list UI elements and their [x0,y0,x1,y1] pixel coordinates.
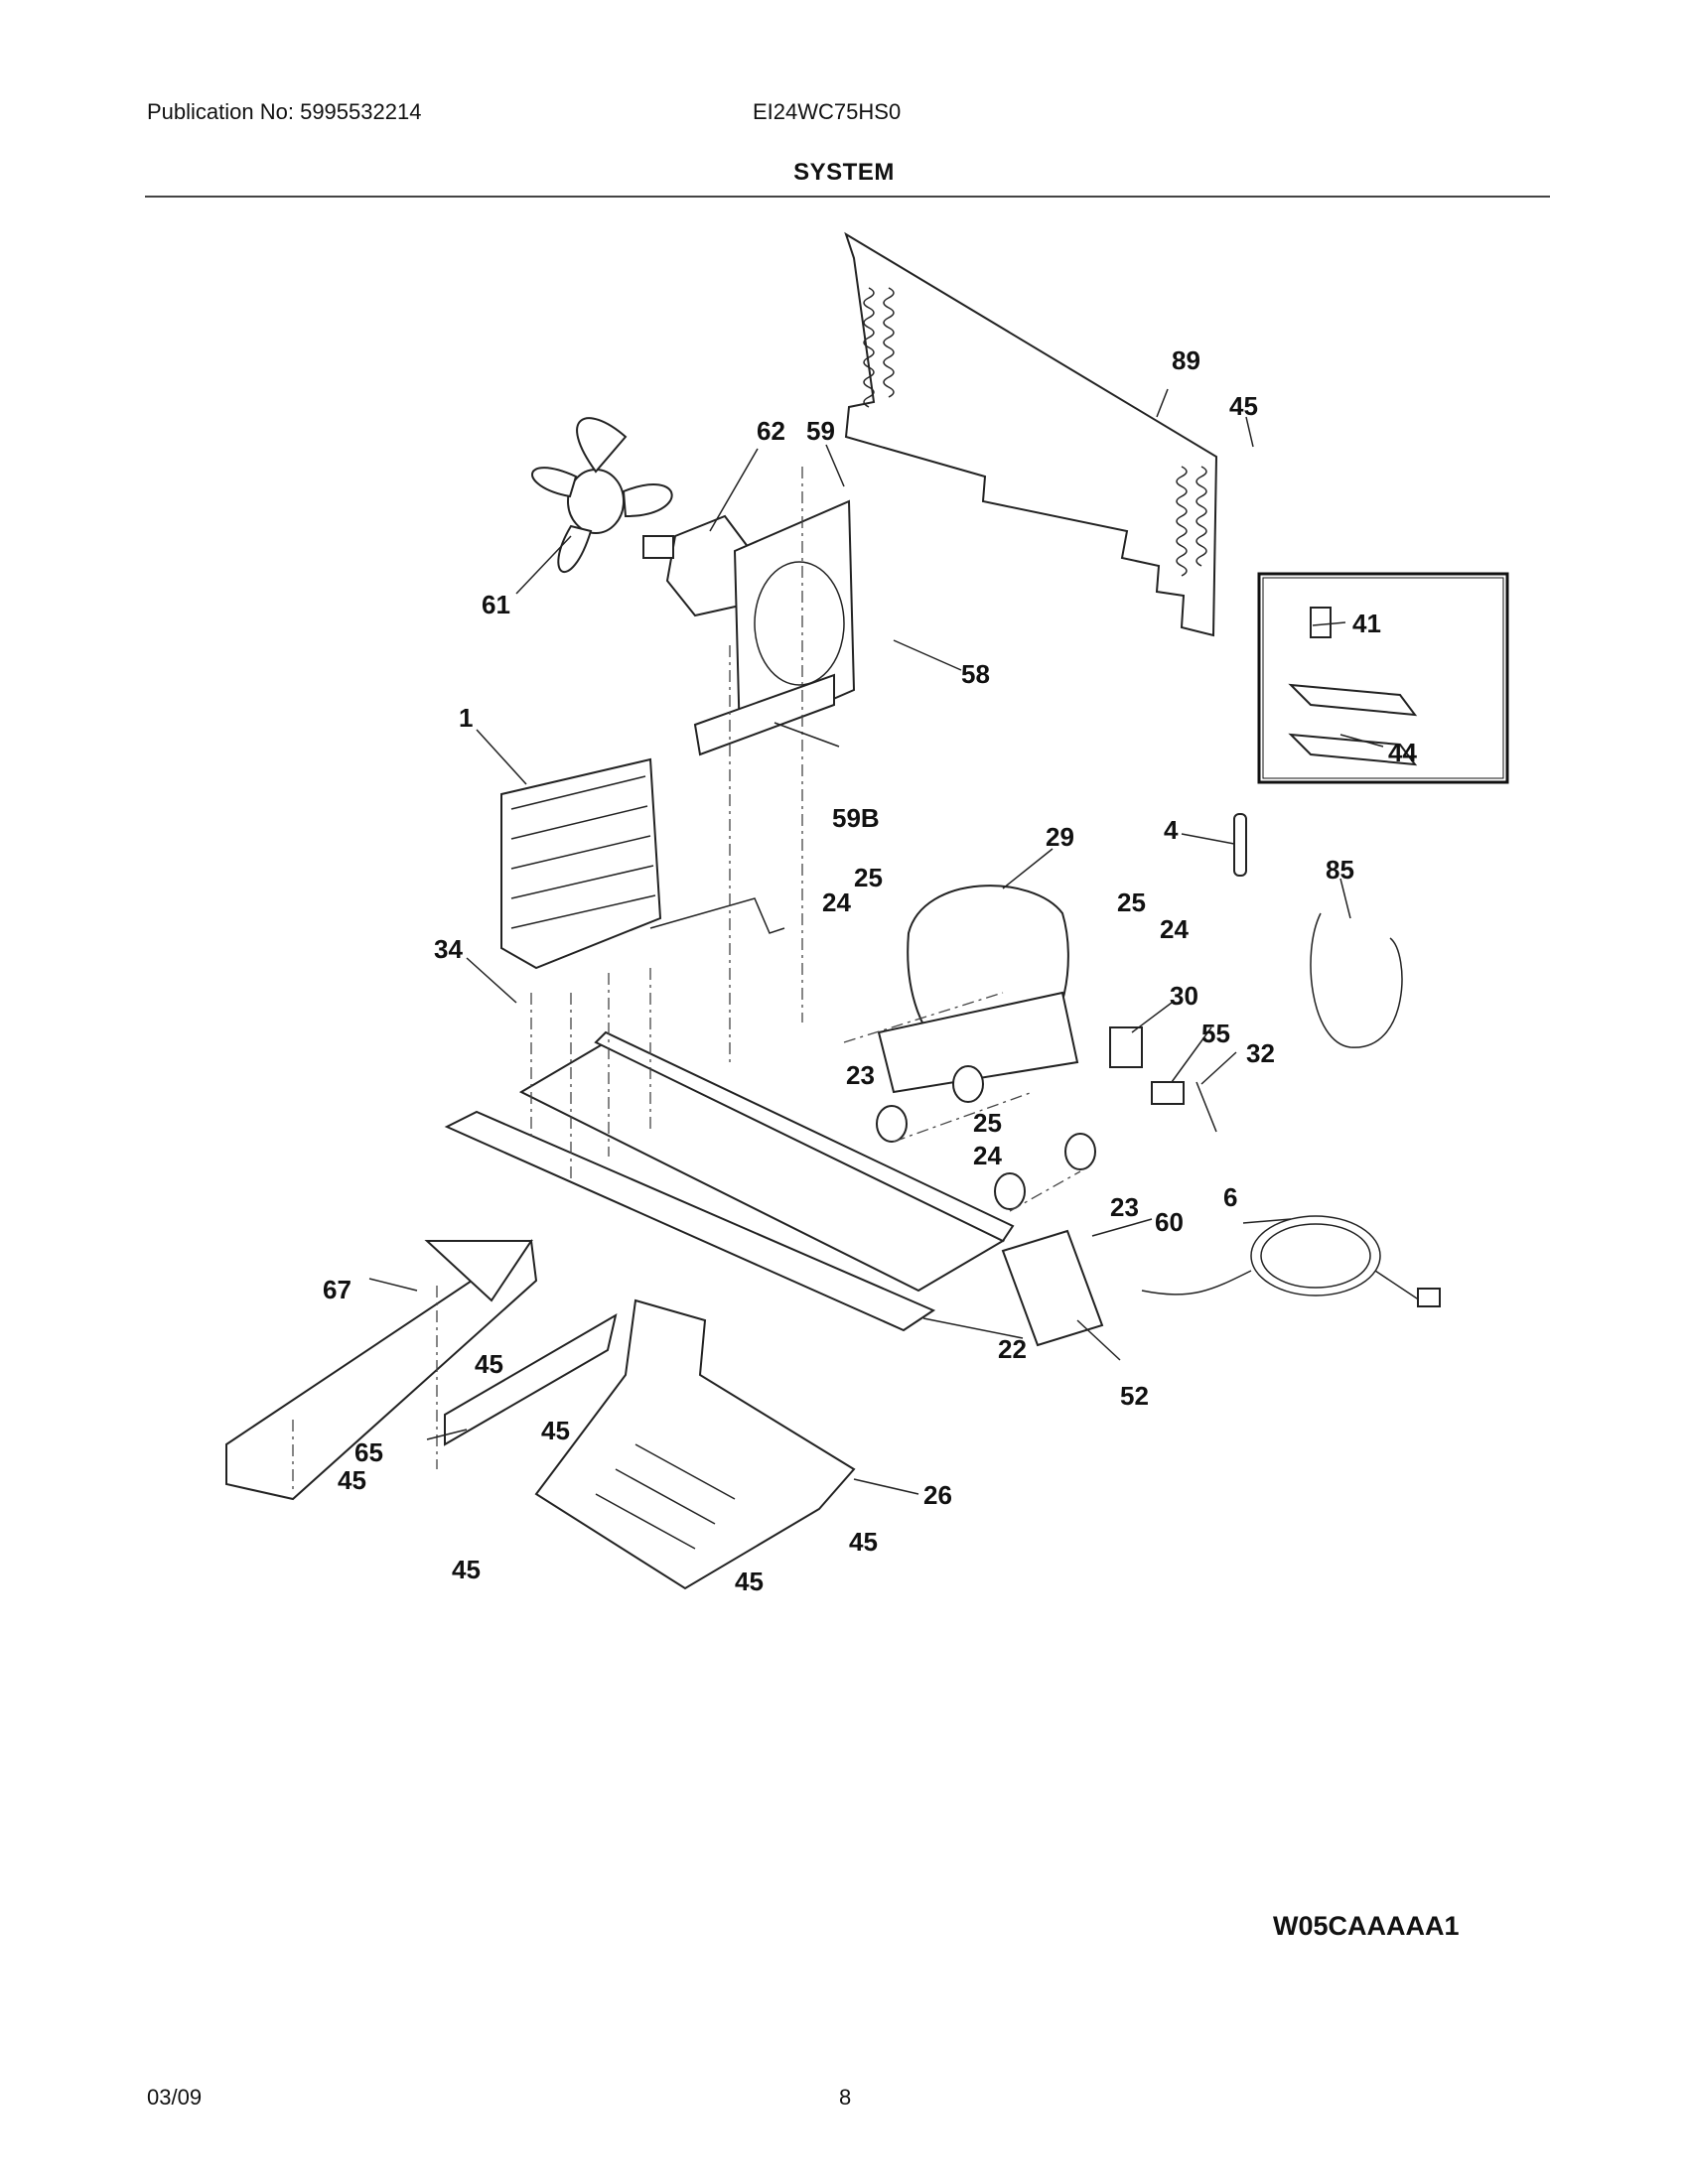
callout-24: 24 [822,887,851,917]
callout-32: 32 [1246,1038,1275,1068]
callout-34: 34 [434,934,463,964]
callout-60: 60 [1155,1207,1184,1237]
page-title: SYSTEM [793,159,895,186]
model-number: EI24WC75HS0 [753,99,902,124]
callout-4: 4 [1164,815,1179,845]
callout-52: 52 [1120,1381,1149,1411]
callout-25: 25 [1117,887,1146,917]
callout-23: 23 [846,1060,875,1090]
fan-shroud [693,499,856,756]
grommets [876,1065,1096,1210]
callout-59b: 59B [832,803,880,833]
callout-45: 45 [338,1465,366,1495]
callout-45: 45 [452,1555,481,1584]
callout-45: 45 [475,1349,503,1379]
callout-55: 55 [1201,1019,1230,1048]
callout-29: 29 [1046,822,1074,852]
callout-41: 41 [1352,609,1381,638]
callout-45: 45 [849,1527,878,1557]
fan-blade [531,417,673,574]
callout-22: 22 [998,1334,1027,1364]
callout-23: 23 [1110,1192,1139,1222]
drain-pan [534,1298,856,1590]
tube [1310,912,1403,1048]
callout-26: 26 [923,1480,952,1510]
callout-45: 45 [1229,391,1258,421]
callout-61: 61 [482,590,510,619]
callout-24: 24 [1160,914,1189,944]
back-panel [844,231,1218,637]
publication-number: Publication No: 5995532214 [147,99,422,124]
figure-code: W05CAAAAA1 [1273,1911,1460,1941]
callout-45: 45 [541,1416,570,1445]
callout-6: 6 [1223,1182,1237,1212]
callout-24: 24 [973,1141,1002,1170]
callout-44: 44 [1388,738,1417,767]
callout-65: 65 [354,1437,383,1467]
alignment-lines [292,467,1081,1494]
callout-45: 45 [735,1567,764,1596]
callout-59: 59 [806,416,835,446]
callout-25: 25 [973,1108,1002,1138]
callout-67: 67 [323,1275,352,1304]
callout-58: 58 [961,659,990,689]
callout-30: 30 [1170,981,1198,1011]
footer-date: 03/09 [147,2085,203,2110]
inset-box [1257,572,1509,784]
base-rails [444,1030,1015,1332]
page-number: 8 [839,2085,852,2110]
drier [1233,813,1247,877]
callout-labels: 89 45 62 59 61 41 58 44 1 59B 29 4 85 25… [323,345,1417,1596]
side-panels [225,1239,618,1501]
mounting-bracket [1001,1229,1104,1347]
condenser-coil [500,757,785,970]
relay-parts [1109,1026,1217,1133]
leader-lines [368,388,1384,1495]
callout-85: 85 [1326,855,1354,885]
power-cord [1141,1215,1441,1307]
callout-89: 89 [1172,345,1200,375]
header-rule [145,196,1550,198]
compressor [877,885,1079,1094]
callout-25: 25 [854,863,883,892]
callout-62: 62 [757,416,785,446]
callout-1: 1 [459,703,473,733]
